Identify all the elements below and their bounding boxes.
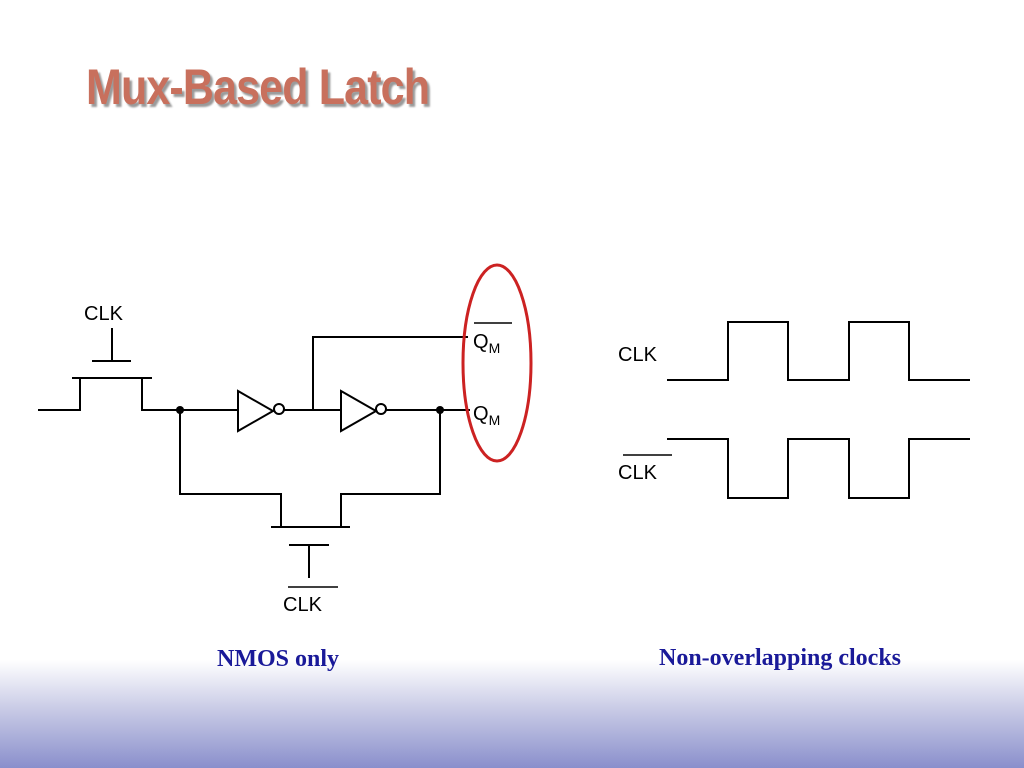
qm-bar-label: QM: [473, 331, 500, 356]
clk-bar-waveform: [667, 438, 970, 499]
qm-label: QM: [473, 403, 500, 428]
caption-non-overlapping-clocks: Non-overlapping clocks: [659, 645, 902, 671]
qm-bar-wire: [312, 336, 468, 410]
wave-clk-bar-label: CLK: [618, 462, 658, 484]
inverter-1-bubble: [273, 403, 285, 415]
clk-waveform: [667, 321, 970, 381]
inverter-2-bubble: [375, 403, 387, 415]
inverter-2-body: [340, 389, 379, 433]
clk-top-label: CLK: [84, 303, 124, 325]
clk-bottom-label: CLK: [283, 594, 323, 616]
slide-title: Mux-Based Latch: [86, 59, 430, 115]
footer-gradient: [0, 660, 1024, 768]
caption-nmos-only: NMOS only: [217, 646, 340, 672]
output-highlight-ellipse: [461, 263, 533, 463]
junction-dot-right: [436, 406, 444, 414]
feedback-right-wire: [340, 410, 441, 527]
wave-clk-label: CLK: [618, 344, 658, 366]
junction-dot-left: [176, 406, 184, 414]
inverter-1-body: [237, 389, 276, 433]
feedback-left-wire: [179, 410, 282, 527]
input-wire: [38, 378, 180, 411]
